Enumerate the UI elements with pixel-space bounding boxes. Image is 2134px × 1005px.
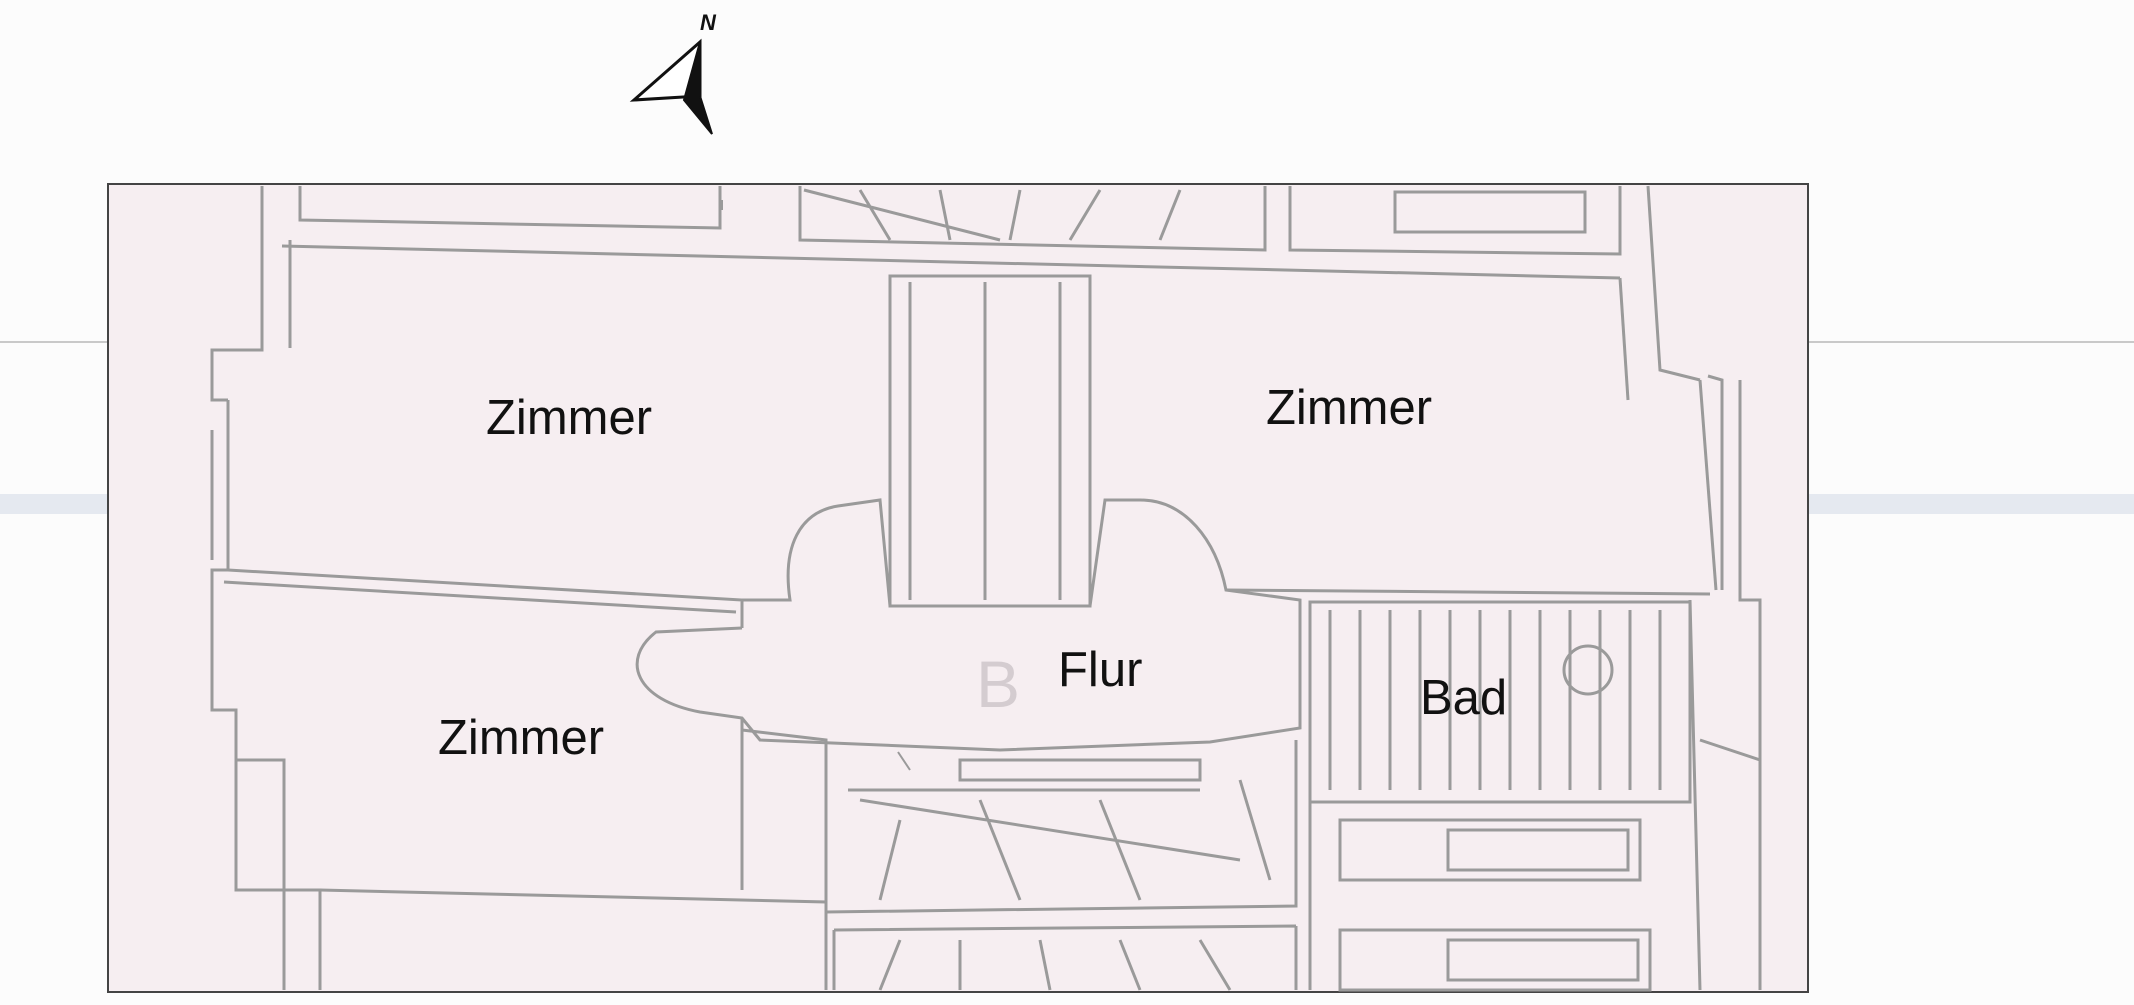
walls bbox=[210, 185, 1762, 992]
room-label-zimmer-3: Zimmer bbox=[438, 711, 605, 765]
north-arrow-icon bbox=[629, 38, 713, 135]
stair-mark: B bbox=[976, 647, 1021, 721]
room-label-zimmer-1: Zimmer bbox=[486, 391, 653, 445]
north-letter: N bbox=[700, 10, 716, 35]
room-label-flur: Flur bbox=[1058, 643, 1143, 697]
plan-frame bbox=[107, 183, 1809, 993]
room-label-zimmer-2: Zimmer bbox=[1266, 381, 1433, 435]
door-marks bbox=[721, 200, 911, 771]
room-label-bad: Bad bbox=[1420, 671, 1508, 725]
